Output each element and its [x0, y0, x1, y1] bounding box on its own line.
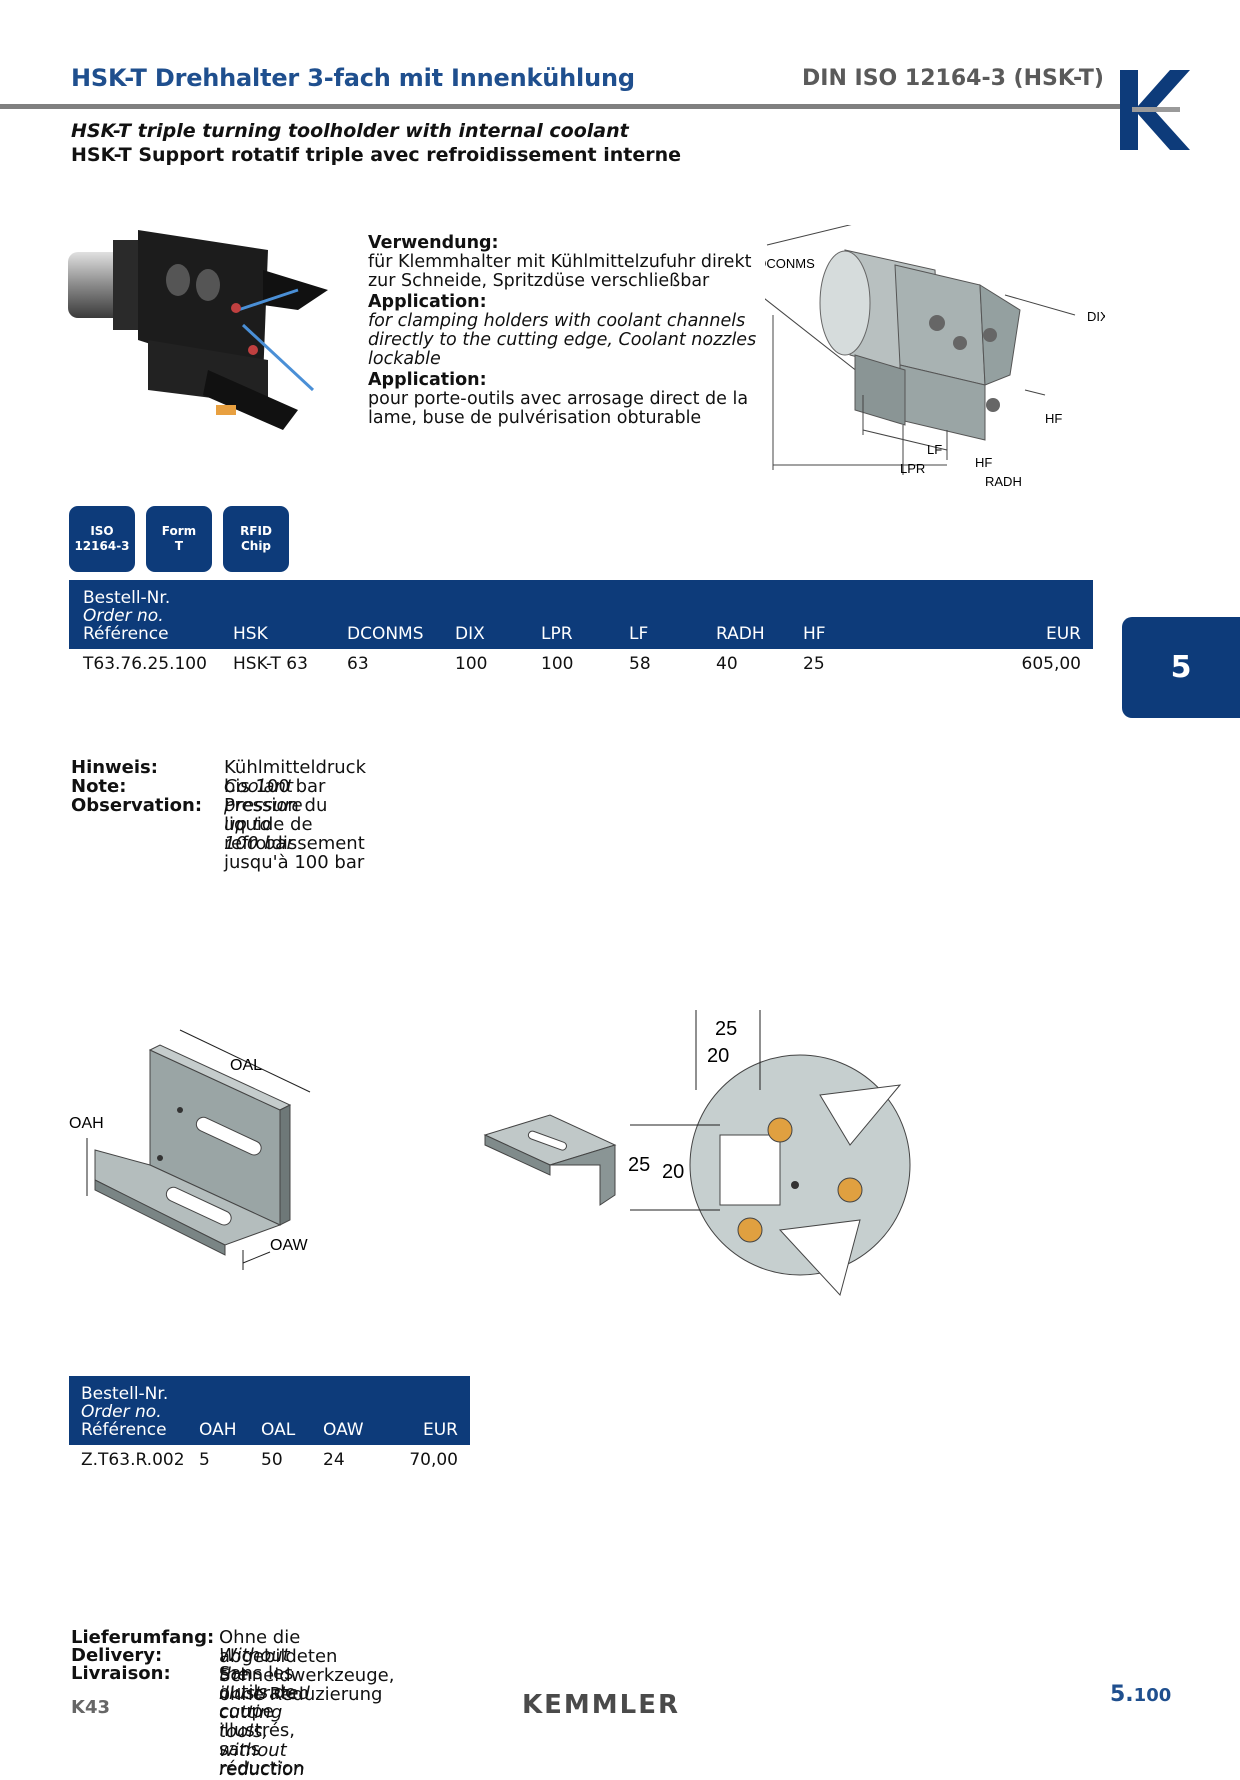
kemmler-k-logo	[1120, 70, 1190, 154]
table-row: Z.T63.R.002 5 50 24 70,00	[81, 1450, 458, 1470]
th-radh: RADH	[716, 624, 765, 644]
desc-de-text: für Klemmhalter mit Kühlmittelzufuhr dir…	[368, 252, 752, 291]
th-order-fr: Référence	[83, 624, 169, 644]
label-25-side: 25	[628, 1154, 650, 1176]
toolholder-photo	[68, 230, 348, 464]
desc-de-label: Verwendung:	[368, 233, 499, 253]
th-lf: LF	[629, 624, 649, 644]
label-hf-right: HF	[1045, 411, 1062, 426]
th-dconms: DCONMS	[347, 624, 424, 644]
page-number: 5.100	[1110, 1682, 1172, 1707]
catalog-code: K43	[71, 1697, 110, 1718]
label-25-top: 25	[715, 1018, 737, 1040]
label-oaw: OAW	[270, 1237, 309, 1254]
chapter-tab: 5	[1122, 617, 1240, 718]
description-block: Verwendung:für Klemmhalter mit Kühlmitte…	[368, 234, 768, 430]
accessory-table-header: Bestell-Nr. Order no. Référence OAH OAL …	[69, 1376, 470, 1445]
head-assembly-diagram: 25 20 25 20	[480, 1005, 920, 1309]
desc-fr-label: Application:	[368, 370, 487, 390]
label-radh: RADH	[985, 474, 1022, 489]
th-dix: DIX	[455, 624, 485, 644]
th-eur: EUR	[1046, 624, 1081, 644]
th-lpr: LPR	[541, 624, 573, 644]
brand-name: KEMMLER	[522, 1690, 681, 1720]
th-order-en: Order no.	[83, 606, 164, 626]
th-order-de: Bestell-Nr.	[83, 588, 171, 608]
label-20-side: 20	[662, 1161, 684, 1183]
desc-en-label: Application:	[368, 292, 487, 312]
bracket-dimension-diagram: OAL OAH OAW	[65, 1020, 335, 1284]
desc-fr-text: pour porte-outils avec arrosage direct d…	[368, 389, 749, 428]
page-title: HSK-T Drehhalter 3-fach mit Innenkühlung	[71, 64, 635, 92]
note-block: Hinweis:Kühlmitteldruck bis 100 bar Note…	[71, 757, 367, 873]
label-dconms: DCONMS	[765, 256, 815, 271]
toolholder-dimension-diagram: DCONMS DIX HF LF LPR HF RADH	[757, 219, 1109, 504]
label-hf-bottom: HF	[975, 455, 992, 470]
th-hsk: HSK	[233, 624, 268, 644]
label-lf: LF	[927, 442, 942, 457]
desc-en-text: for clamping holders with coolant channe…	[368, 311, 757, 369]
label-oal: OAL	[230, 1057, 262, 1074]
label-dix: DIX	[1087, 309, 1105, 324]
subtitle-en: HSK-T triple turning toolholder with int…	[71, 120, 629, 142]
subtitle-fr: HSK-T Support rotatif triple avec refroi…	[71, 144, 681, 166]
label-lpr: LPR	[900, 461, 925, 476]
delivery-block: Lieferumfang:Ohne die abgebildeten Schne…	[71, 1627, 395, 1780]
standard-title: DIN ISO 12164-3 (HSK-T)	[802, 66, 1104, 91]
label-20-top: 20	[707, 1045, 729, 1067]
product-table-header: Bestell-Nr. Order no. Référence HSK DCON…	[69, 580, 1093, 649]
header-rule	[0, 104, 1120, 109]
table-row: T63.76.25.100 HSK-T 63 63 100 100 58 40 …	[83, 654, 1081, 674]
label-oah: OAH	[69, 1115, 104, 1132]
th-hf: HF	[803, 624, 826, 644]
